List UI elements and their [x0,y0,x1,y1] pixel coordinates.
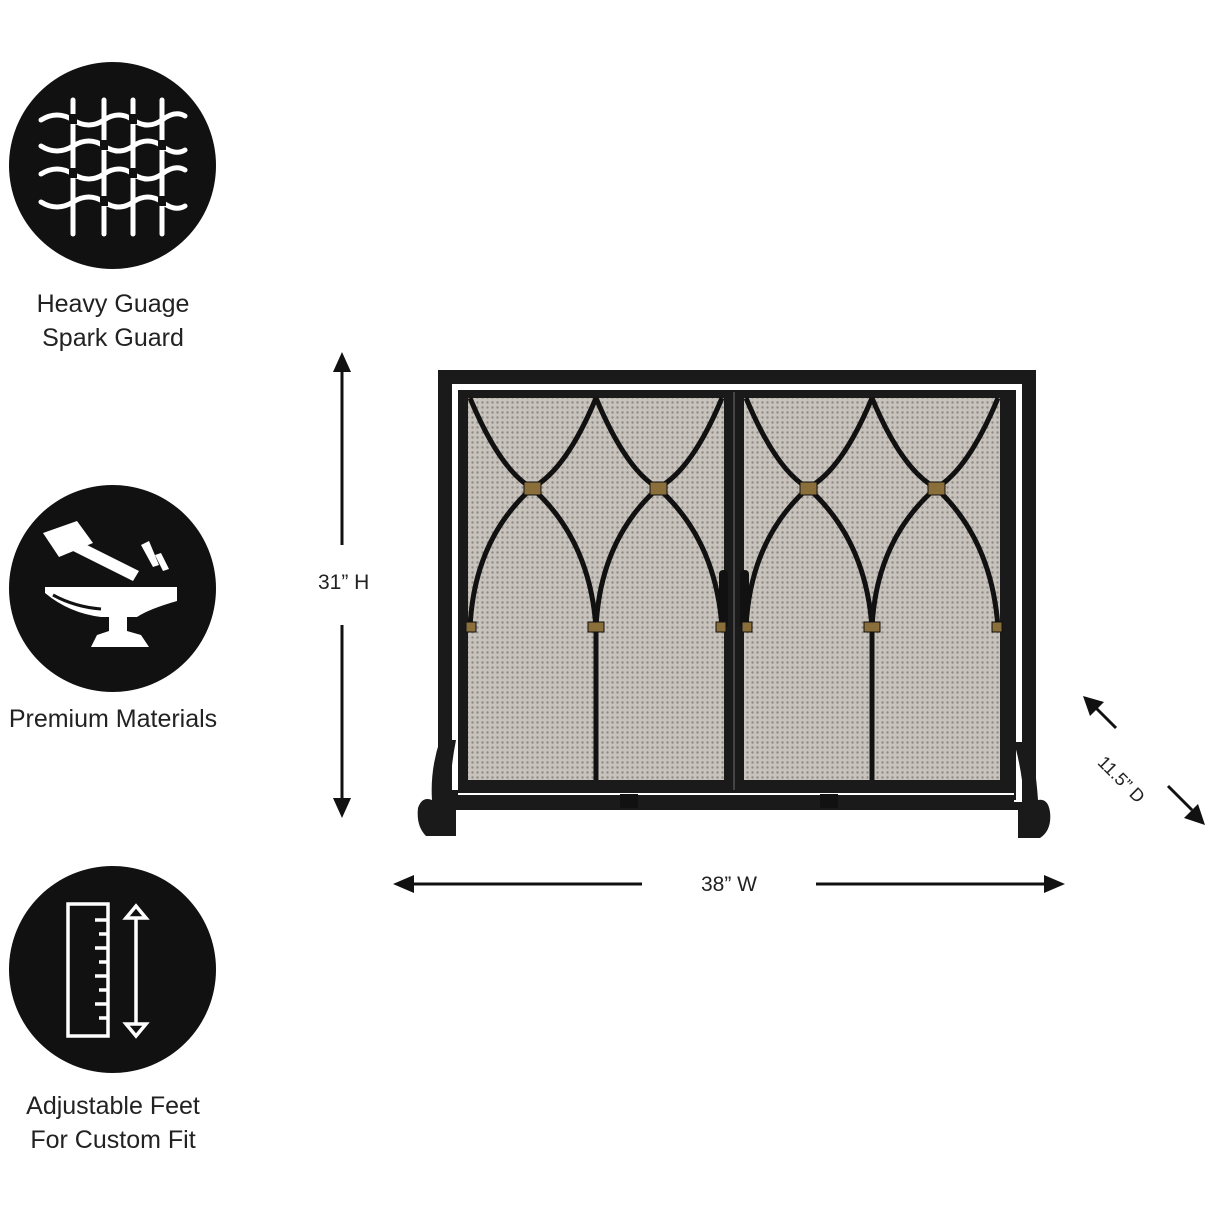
brass-collars [465,481,1003,633]
ruler-arrow-icon [66,902,150,1039]
feature-caption-line: For Custom Fit [30,1126,196,1154]
width-dimension-label: 38” W [701,873,758,896]
height-arrow [333,352,351,818]
woven-mesh-badge [9,62,216,269]
feature-caption-line: Heavy Guage [36,290,190,318]
feature-caption-line: Premium Materials [8,705,218,733]
anvil-badge [9,485,216,692]
feature-caption-line: Spark Guard [42,324,184,352]
feature-caption-adjustable-feet: Adjustable Feet For Custom Fit [0,1089,226,1157]
feature-caption-spark-guard: Heavy Guage Spark Guard [0,287,226,355]
scroll-feet [417,740,1051,838]
feature-caption-line: Adjustable Feet [26,1092,200,1120]
depth-arrow [1083,696,1205,825]
ruler-badge [9,866,216,1073]
woven-mesh-icon [38,97,188,237]
anvil-hammer-icon [43,521,177,647]
width-arrow [393,875,1065,893]
screen-frame [438,370,1036,810]
feature-caption-materials: Premium Materials [0,702,226,736]
height-dimension-label: 31” H [318,571,370,594]
